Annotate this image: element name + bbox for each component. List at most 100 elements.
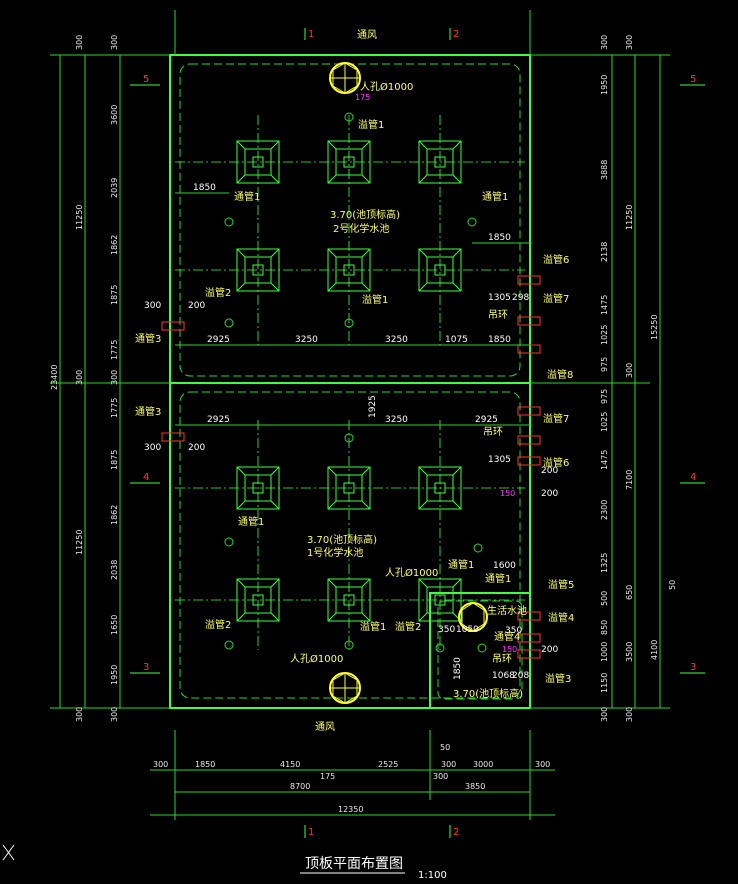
dim-in-l2: 1050 (456, 625, 479, 635)
axis-bottom-1: 1 (308, 827, 314, 838)
dim-r-s2: 50 (668, 580, 677, 590)
dim-b1-3: 2525 (378, 760, 398, 769)
column-pad (418, 248, 462, 292)
dim-b1-2: 4150 (280, 760, 300, 769)
axis-right-3: 3 (690, 662, 696, 673)
dim-in-u5: 1850 (488, 335, 511, 345)
label-manhole-dom: 人孔Ø1000 (385, 567, 438, 579)
dim-in-l6: 200 (541, 645, 558, 655)
dim-l-t5: 1875 (110, 285, 119, 305)
label-v20: 溢管1 (360, 620, 386, 633)
dim-r-b0: 975 (600, 389, 609, 404)
dim-r-b10: 300 (600, 707, 609, 722)
axis-left-3: 3 (143, 662, 149, 673)
axis-left-5: 5 (143, 74, 149, 85)
dim-l-b6: 300 (110, 707, 119, 722)
dim-b1-4: 50 (440, 743, 450, 752)
label-v18: 溢管2 (205, 618, 231, 631)
dim-r-t7: 975 (600, 357, 609, 372)
dim-r-t1: 300 (625, 35, 634, 50)
centerlines (174, 10, 531, 820)
column-pad (327, 248, 371, 292)
dim-in-u4: 1075 (445, 335, 468, 345)
label-v1: 溢管1 (358, 118, 384, 131)
column-pad (236, 466, 280, 510)
dim-l-t3: 2039 (110, 178, 119, 198)
dim-r-b11: 300 (625, 707, 634, 722)
dim-in-m5: 300 (144, 443, 161, 453)
dim-l-b7: 300 (75, 707, 84, 722)
label-v22: 溢管3 (545, 672, 571, 685)
dim-in-m2: 2925 (475, 415, 498, 425)
dim-in-m3: 1925 (368, 395, 378, 418)
label-v17: 溢管4 (548, 611, 574, 624)
dim-b1-0: 300 (153, 760, 168, 769)
dim-in-l0: 1600 (493, 561, 516, 571)
dim-in-u0: 1850 (193, 183, 216, 193)
domestic-elev: 3.70(池顶标高) (453, 687, 523, 700)
column-pads (236, 140, 462, 622)
dim-b2-0: 8700 (290, 782, 310, 791)
dim-r-b1: 1025 (600, 412, 609, 432)
dim-in-m4: 200 (188, 443, 205, 453)
dim-in-l9: 175 (355, 93, 370, 102)
dim-l-t1: 300 (75, 35, 84, 50)
dim-l-t2: 3600 (110, 105, 119, 125)
left-dims: 23400 11250 11250 300 300 3600 2039 1862… (50, 35, 119, 722)
pipe-labels: 通风 人孔Ø1000 溢管1 通管1 通管1 溢管2 溢管1 通管3 溢管6 溢… (135, 29, 574, 733)
dim-in-l3: 350 (505, 626, 522, 636)
label-v12: 溢管6 (543, 456, 569, 469)
manhole-top (329, 62, 361, 94)
drawing-title: 顶板平面布置图 1:100 (300, 856, 447, 881)
tank1-elev: 3.70(池顶标高) (307, 533, 377, 546)
dim-in-m6: 1305 (488, 455, 511, 465)
tank-labels: 3.70(池顶标高) 2号化学水池 3.70(池顶标高) 1号化学水池 生活水池… (307, 208, 527, 700)
label-v23: 通风 (315, 721, 335, 733)
manhole-bottom (329, 672, 361, 704)
dim-in-l7: 1068 (492, 671, 515, 681)
label-v7: 溢管6 (543, 253, 569, 266)
column-pad (236, 248, 280, 292)
column-pad (236, 578, 280, 622)
dim-in-u10: 300 (144, 301, 161, 311)
dim-left-upper: 11250 (75, 205, 84, 230)
dim-b1-6: 3000 (473, 760, 493, 769)
dim-in-l1: 350 (438, 625, 455, 635)
scale-text: 1:100 (418, 870, 447, 881)
dim-r-t3: 3888 (600, 160, 609, 180)
column-pad (327, 578, 371, 622)
dim-r-b5: 1325 (600, 553, 609, 573)
tank1-name: 1号化学水池 (307, 546, 363, 559)
label-v3: 通管1 (482, 190, 508, 203)
label-ring-3: 吊环 (492, 653, 512, 665)
label-v2: 通管1 (234, 190, 260, 203)
dim-in-u6: 1850 (488, 233, 511, 243)
manhole-domestic (458, 602, 488, 632)
column-pad (327, 466, 371, 510)
label-v16: 溢管5 (548, 578, 574, 591)
dim-in-u2: 3250 (295, 335, 318, 345)
dim-in-m8: 150 (500, 489, 515, 498)
pipe-penetrations (161, 275, 541, 659)
label-v15: 通管1 (485, 572, 511, 585)
axis-markers: 1 2 1 2 5 4 3 5 4 3 (130, 28, 705, 838)
dim-b-175: 175 (320, 772, 335, 781)
dim-right-upper: 11250 (625, 205, 634, 230)
column-pad (236, 140, 280, 184)
dim-l-t7: 300 (110, 370, 119, 385)
dim-r-b9: 1150 (600, 673, 609, 693)
dim-r-b8: 1000 (600, 642, 609, 662)
label-v11: 通管3 (135, 405, 161, 418)
dim-l-t6: 1775 (110, 340, 119, 360)
label-ring-2: 吊环 (483, 426, 503, 438)
ucs-icon (2, 844, 15, 861)
dim-r-s0: 300 (625, 363, 634, 378)
dim-r-b6: 500 (600, 591, 609, 606)
dim-l-b3: 2038 (110, 560, 119, 580)
dim-left-lower: 11250 (75, 530, 84, 555)
label-v5: 溢管1 (362, 293, 388, 306)
dimension-lines (50, 54, 670, 820)
dim-r-s1: 650 (625, 585, 634, 600)
dim-b1-7: 300 (535, 760, 550, 769)
